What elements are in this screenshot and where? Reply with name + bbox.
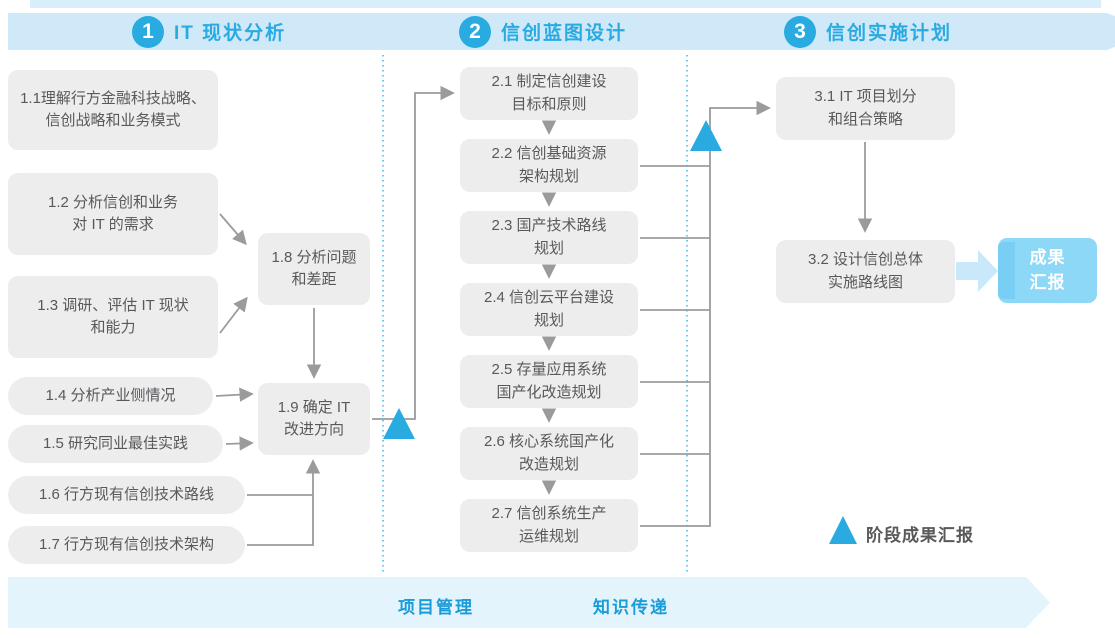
step-box-1-3: 1.3 调研、评估 IT 现状 和能力: [8, 276, 218, 358]
step-box-1-8: 1.8 分析问题 和差距: [258, 233, 370, 305]
step-box-2-2: 2.2 信创基础资源 架构规划: [460, 139, 638, 192]
outcome-box-stripe: [998, 242, 1015, 299]
step-box-2-1: 2.1 制定信创建设 目标和原则: [460, 67, 638, 120]
outcome-arrow-icon: [956, 250, 998, 292]
milestone-triangle-phase2: [690, 120, 722, 151]
connector-1-4-to-1-9: [215, 387, 254, 402]
connector-1-7-to-1-9: [247, 459, 321, 546]
step-box-1-6: 1.6 行方现有信创技术路线: [8, 476, 245, 514]
connector-1-9-to-2-1: [372, 85, 455, 420]
step-box-2-6: 2.6 核心系统国产化 改造规划: [460, 427, 638, 480]
connector-1-3-to-1-8: [219, 296, 248, 334]
milestone-triangle-phase1: [383, 408, 415, 439]
step-box-1-7: 1.7 行方现有信创技术架构: [8, 526, 245, 564]
phase-number-badge-2: 2: [459, 16, 491, 48]
step-box-1-5: 1.5 研究同业最佳实践: [8, 425, 223, 463]
connector-collector-to-3-1: [640, 100, 771, 527]
connector-1-2-to-1-8: [219, 213, 247, 246]
legend-label: 阶段成果汇报: [866, 526, 974, 545]
connector-1-5-to-1-9: [225, 436, 254, 451]
bottom-label-project-management: 项目管理: [398, 598, 474, 617]
step-box-2-4: 2.4 信创云平台建设 规划: [460, 283, 638, 336]
phase-number-badge-1: 1: [132, 16, 164, 48]
step-box-2-7: 2.7 信创系统生产 运维规划: [460, 499, 638, 552]
step-box-1-4: 1.4 分析产业侧情况: [8, 377, 213, 415]
step-box-2-5: 2.5 存量应用系统 国产化改造规划: [460, 355, 638, 408]
top-ribbon-edge: [30, 0, 1101, 8]
bottom-label-knowledge-transfer: 知识传递: [593, 598, 669, 617]
bottom-bar: [8, 577, 1050, 628]
phase-number-badge-3: 3: [784, 16, 816, 48]
step-box-1-1: 1.1理解行方金融科技战略、 信创战略和业务模式: [8, 70, 218, 150]
legend-triangle-icon: [829, 516, 857, 544]
step-box-1-9: 1.9 确定 IT 改进方向: [258, 383, 370, 455]
step-box-3-2: 3.2 设计信创总体 实施路线图: [776, 240, 955, 303]
phase-ribbon-3: 3 信创实施计划: [682, 13, 1115, 50]
phase-title-3: 信创实施计划: [826, 23, 953, 44]
phase-title-1: IT 现状分析: [174, 23, 287, 44]
step-box-1-2: 1.2 分析信创和业务 对 IT 的需求: [8, 173, 218, 255]
step-box-3-1: 3.1 IT 项目划分 和组合策略: [776, 77, 955, 140]
phase-title-2: 信创蓝图设计: [501, 23, 628, 44]
step-box-2-3: 2.3 国产技术路线 规划: [460, 211, 638, 264]
phase-ribbon-2: 2 信创蓝图设计: [397, 13, 737, 50]
